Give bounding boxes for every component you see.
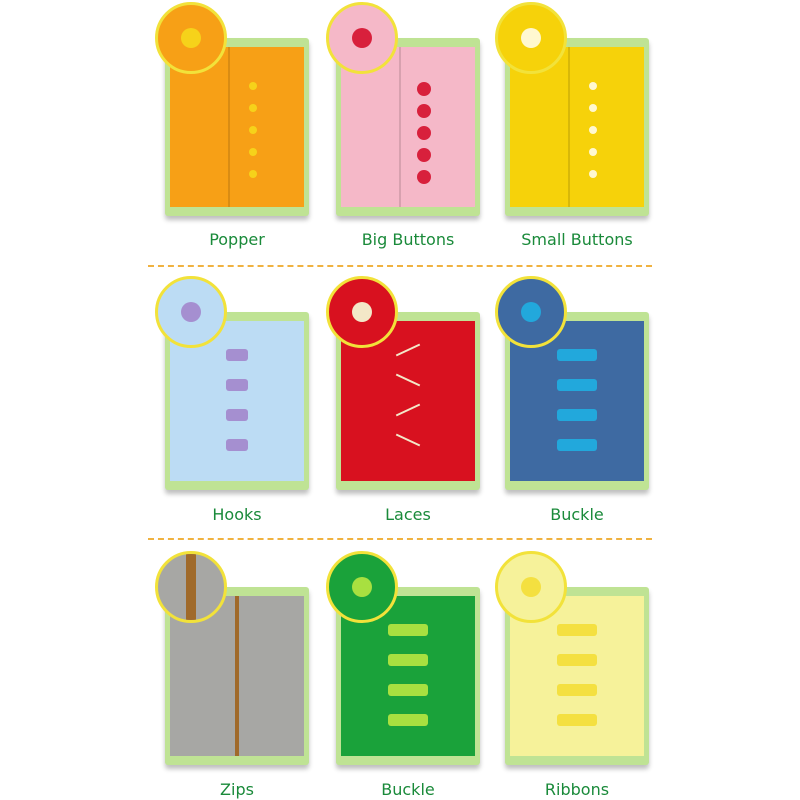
fastener-icon	[395, 403, 421, 417]
product-label: Ribbons	[544, 780, 610, 799]
detail-inset-icon	[326, 276, 398, 348]
fastener-icon	[557, 379, 597, 391]
board-buckle	[505, 312, 649, 490]
fastener-icon	[417, 148, 432, 162]
detail-inset-icon	[326, 2, 398, 74]
divider	[148, 538, 652, 540]
fastener-icon	[417, 170, 432, 184]
fastener-icon	[249, 82, 258, 90]
product-label: Buckle	[381, 780, 435, 799]
fastener-icon	[249, 170, 258, 178]
detail-fastener-icon	[186, 554, 196, 620]
detail-fastener-icon	[352, 577, 372, 597]
fastener-icon	[226, 349, 248, 361]
fastener-icon	[388, 714, 428, 726]
fastener-icon	[589, 82, 598, 90]
fastener-icon	[557, 684, 597, 696]
product-label: Big Buttons	[361, 230, 455, 249]
product-label: Laces	[385, 505, 431, 524]
product-label: Zips	[220, 780, 254, 799]
fastener-icon	[557, 654, 597, 666]
fabric-flap	[399, 47, 475, 207]
fastener-icon	[249, 104, 258, 112]
fabric-flap	[228, 47, 304, 207]
fastener-icon	[589, 104, 598, 112]
fabric-panel	[170, 321, 304, 481]
detail-fastener-icon	[521, 28, 541, 48]
detail-inset-icon	[495, 276, 567, 348]
fastener-icon	[589, 126, 598, 134]
fastener-icon	[557, 714, 597, 726]
detail-fastener-icon	[181, 28, 201, 48]
product-label: Popper	[209, 230, 265, 249]
fastener-icon	[226, 439, 248, 451]
fastener-icon	[395, 373, 421, 387]
fastener-icon	[589, 148, 598, 156]
detail-inset-icon	[495, 551, 567, 623]
fastener-icon	[395, 433, 421, 447]
divider	[148, 265, 652, 267]
fastener-icon	[589, 170, 598, 178]
detail-inset-icon	[495, 2, 567, 74]
detail-fastener-icon	[352, 302, 372, 322]
detail-fastener-icon	[521, 302, 541, 322]
fastener-icon	[417, 82, 432, 96]
fabric-panel	[510, 321, 644, 481]
fastener-icon	[417, 104, 432, 118]
detail-inset-icon	[155, 2, 227, 74]
fastener-icon	[557, 409, 597, 421]
fastener-icon	[417, 126, 432, 140]
detail-inset-icon	[155, 551, 227, 623]
product-label: Buckle	[550, 505, 604, 524]
fastener-icon	[388, 624, 428, 636]
detail-inset-icon	[326, 551, 398, 623]
fastener-icon	[557, 624, 597, 636]
fastener-icon	[388, 654, 428, 666]
fastener-icon	[226, 409, 248, 421]
fastener-icon	[395, 343, 421, 357]
fastener-icon	[226, 379, 248, 391]
detail-fastener-icon	[352, 28, 372, 48]
fastener-icon	[557, 349, 597, 361]
detail-inset-icon	[155, 276, 227, 348]
product-label: Small Buttons	[521, 230, 633, 249]
fastener-icon	[388, 684, 428, 696]
product-label: Hooks	[212, 505, 262, 524]
fabric-flap	[568, 47, 644, 207]
detail-fastener-icon	[181, 302, 201, 322]
fastener-icon	[249, 148, 258, 156]
detail-fastener-icon	[521, 577, 541, 597]
board-small-buttons	[505, 38, 649, 216]
zip-icon	[235, 596, 239, 756]
fastener-icon	[249, 126, 258, 134]
fastener-icon	[557, 439, 597, 451]
board-hooks	[165, 312, 309, 490]
